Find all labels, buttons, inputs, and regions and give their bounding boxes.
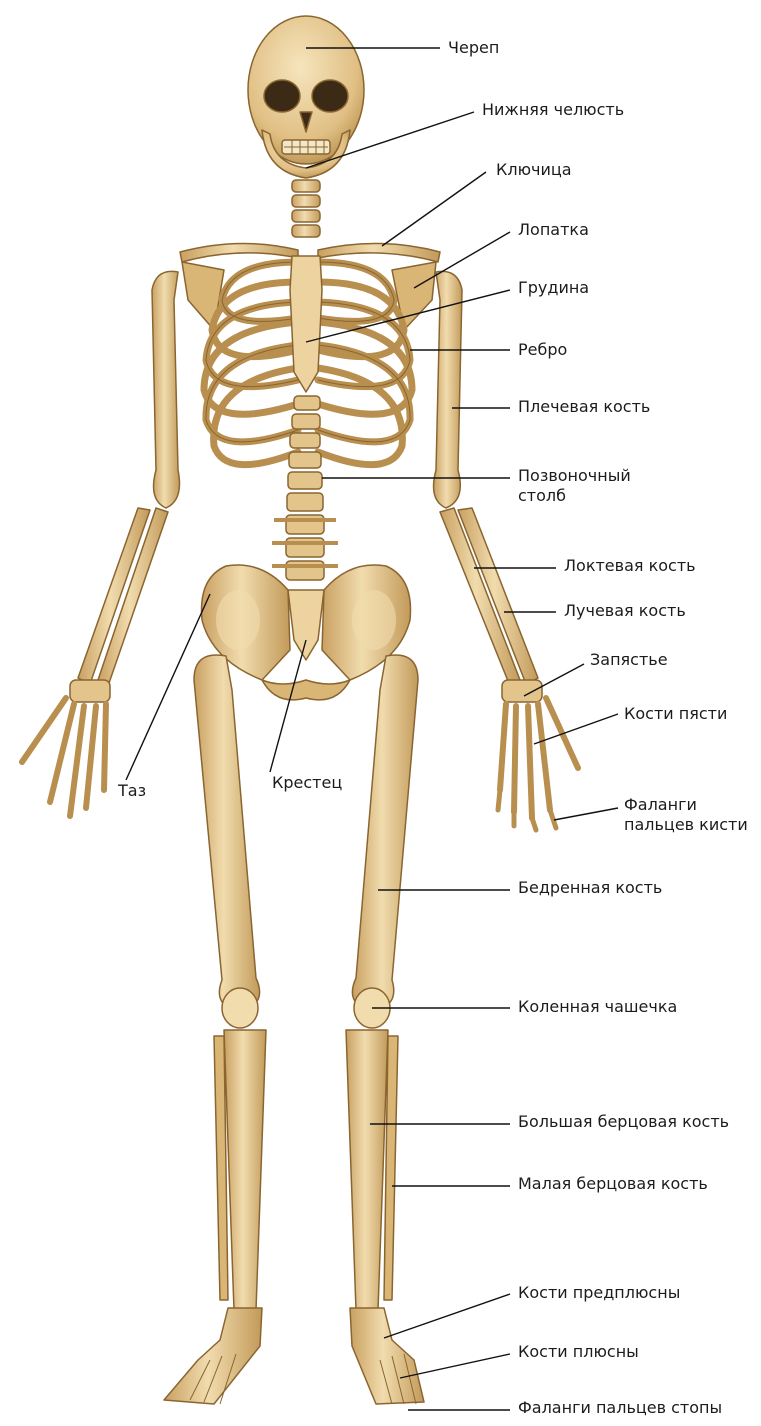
label-mandible: Нижняя челюсть	[482, 100, 624, 120]
label-toe-phalanges: Фаланги пальцев стопы	[518, 1398, 722, 1418]
label-metacarpals: Кости пясти	[624, 704, 727, 724]
right-hand	[498, 680, 578, 830]
label-sternum: Грудина	[518, 278, 589, 298]
label-fibula: Малая берцовая кость	[518, 1174, 708, 1194]
femur-shape	[352, 655, 418, 1012]
right-foot	[350, 1308, 424, 1404]
label-tibia: Большая берцовая кость	[518, 1112, 729, 1132]
label-humerus: Плечевая кость	[518, 397, 650, 417]
cervical-vertebrae	[292, 180, 320, 237]
label-rib: Ребро	[518, 340, 567, 360]
label-femur: Бедренная кость	[518, 878, 662, 898]
sternum-shape	[290, 256, 322, 392]
label-skull: Череп	[448, 38, 499, 58]
tibia-shape	[346, 1030, 388, 1310]
humerus-shape	[434, 271, 462, 508]
spine-shape	[272, 396, 338, 580]
label-wrist: Запястье	[590, 650, 668, 670]
label-patella: Коленная чашечка	[518, 997, 677, 1017]
label-pelvis: Таз	[118, 781, 146, 801]
label-ulna: Локтевая кость	[564, 556, 696, 576]
label-sacrum: Крестец	[272, 773, 342, 793]
label-tarsals: Кости предплюсны	[518, 1283, 680, 1303]
label-spine: Позвоночный столб	[518, 466, 658, 506]
left-foot	[164, 1308, 262, 1404]
label-finger-phalanges: Фаланги пальцев кисти	[624, 795, 759, 835]
label-radius: Лучевая кость	[564, 601, 686, 621]
label-metatarsals: Кости плюсны	[518, 1342, 639, 1362]
label-clavicle: Ключица	[496, 160, 572, 180]
sacrum-shape	[288, 590, 324, 660]
label-scapula: Лопатка	[518, 220, 589, 240]
